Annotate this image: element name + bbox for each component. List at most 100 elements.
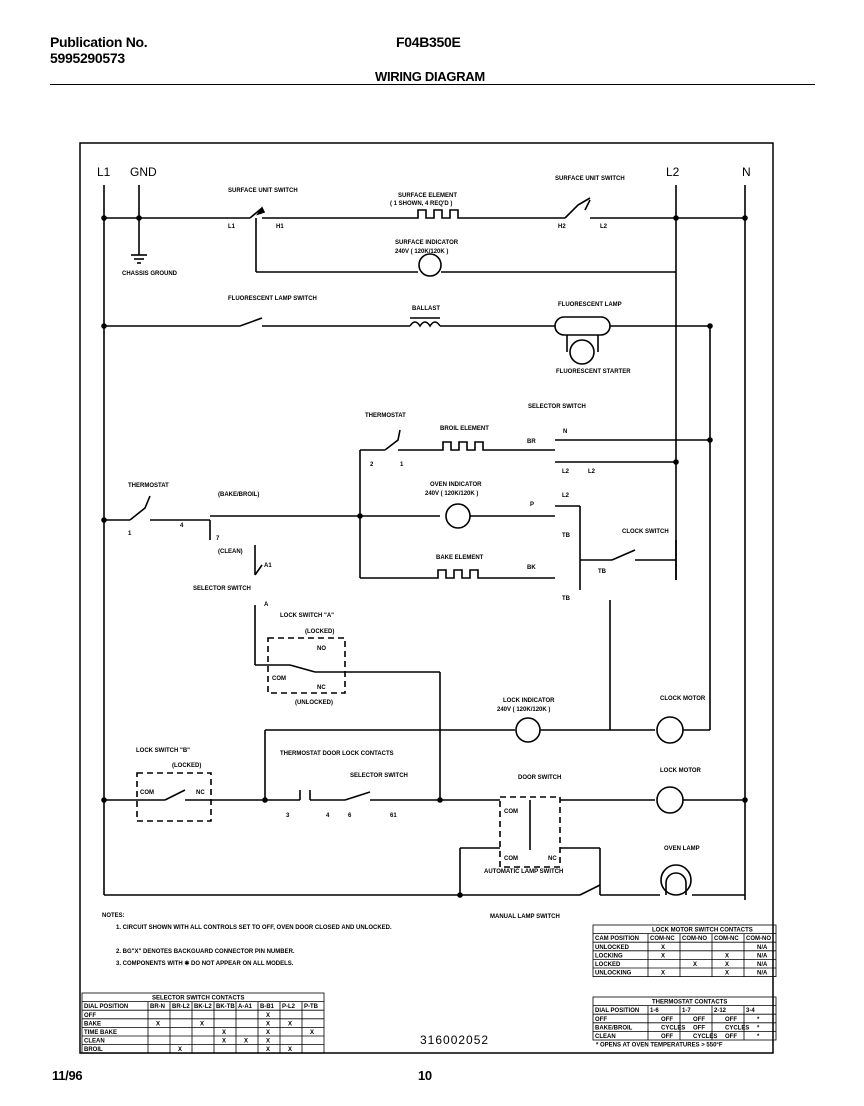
selector-table-cell: X — [156, 1021, 160, 1027]
thermo-table-cell: OFF — [661, 1017, 673, 1023]
lock-table-cell: X — [725, 962, 729, 968]
oven-lamp-icon — [660, 864, 692, 896]
lock-table-header: CAM POSITION — [595, 936, 639, 942]
manual-lamp-switch-icon — [579, 884, 601, 896]
thermo-table-cell: CYCLES — [693, 1034, 717, 1040]
rail-label-l1: L1 — [97, 165, 111, 179]
lock-switch-b-label: LOCK SWITCH "B" — [136, 748, 190, 754]
thermo-table-header: DIAL POSITION — [595, 1008, 639, 1014]
rail-label-gnd: GND — [130, 165, 157, 179]
lock-table-cell: N/A — [757, 962, 768, 968]
terminal-label: BR — [527, 439, 536, 445]
door-switch-com-top: COM — [504, 809, 518, 815]
lock-switch-b-box — [136, 772, 212, 822]
thermo-table-header: 3-4 — [746, 1008, 755, 1014]
lock-switch-b-icon — [164, 789, 186, 801]
lock-table-title: LOCK MOTOR SWITCH CONTACTS — [652, 928, 753, 934]
selector-table-title: SELECTOR SWITCH CONTACTS — [152, 996, 244, 1002]
selector-table-header: DIAL POSITION — [84, 1004, 128, 1010]
note-item: 3. COMPONENTS WITH ✱ DO NOT APPEAR ON AL… — [116, 960, 294, 967]
terminal-label: 2 — [370, 462, 374, 468]
terminal-label: BK — [527, 565, 536, 571]
lock-switch-a-nc: NC — [317, 685, 326, 691]
thermo-table-cell: OFF — [595, 1017, 607, 1023]
thermostat-door-lock-label: THERMOSTAT DOOR LOCK CONTACTS — [280, 751, 394, 757]
footer-page: 10 — [418, 1068, 432, 1083]
terminal-label: A — [264, 602, 269, 608]
terminal-label: 4 — [180, 523, 184, 529]
surface-unit-switch-left-label: SURFACE UNIT SWITCH — [228, 188, 298, 194]
lock-table-cell: UNLOCKING — [595, 971, 632, 977]
thermo-table-cell: CYCLES — [725, 1025, 749, 1031]
footer-date: 11/96 — [52, 1068, 83, 1083]
surface-element-label: SURFACE ELEMENT — [398, 193, 457, 199]
selector-table-cell: BROIL — [84, 1047, 103, 1053]
selector-table-cell: X — [266, 1039, 270, 1045]
thermo-table-cell: OFF — [693, 1025, 705, 1031]
selector-table-header: BK-TB — [216, 1004, 235, 1010]
selector-table-header: P-L2 — [282, 1004, 296, 1010]
ballast-label: BALLAST — [412, 306, 440, 312]
selector-table-border — [81, 992, 325, 1054]
thermo-table-cell: OFF — [725, 1034, 737, 1040]
terminal-label: H1 — [276, 224, 284, 230]
fluorescent-lamp-switch-label: FLUORESCENT LAMP SWITCH — [228, 296, 317, 302]
selector-table-cell: X — [244, 1039, 248, 1045]
selector-table-cell: X — [266, 1013, 270, 1019]
lock-table-cell: X — [661, 971, 665, 977]
selector-table-header: B-B1 — [260, 1004, 275, 1010]
terminal-label: 4 — [326, 813, 330, 819]
lock-switch-a-label: LOCK SWITCH "A" — [280, 613, 334, 619]
selector-table-cell: X — [266, 1030, 270, 1036]
selector-table-cell: X — [222, 1039, 226, 1045]
terminal-label: P — [530, 502, 534, 508]
bake-element-label: BAKE ELEMENT — [436, 555, 484, 561]
lock-motor-table: LOCK MOTOR SWITCH CONTACTS CAM POSITION UN… — [592, 924, 777, 977]
terminal-label: TB — [562, 533, 571, 539]
terminal-label: 61 — [390, 813, 397, 819]
door-switch-box — [499, 796, 561, 868]
selector-table-header: P-TB — [304, 1004, 319, 1010]
lock-table-cell: N/A — [757, 971, 768, 977]
thermo-table-cell: CYCLES — [661, 1025, 685, 1031]
selector-switch-top-label: SELECTOR SWITCH — [528, 404, 586, 410]
fluorescent-lamp-icon — [554, 316, 611, 336]
lock-switch-a-locked: (LOCKED) — [305, 629, 334, 635]
lock-table-cell: UNLOCKED — [595, 945, 630, 951]
terminal-label: L2 — [562, 493, 570, 499]
selector-table-cell: X — [266, 1047, 270, 1053]
thermo-table-header: 2-12 — [714, 1008, 727, 1014]
selector-table-cell: X — [222, 1030, 226, 1036]
lock-table-cell: LOCKING — [595, 953, 623, 959]
selector-table-cell: X — [310, 1030, 314, 1036]
thermostat-left-label: THERMOSTAT — [128, 483, 169, 489]
selector-switch-left-label: SELECTOR SWITCH — [193, 586, 251, 592]
surface-unit-switch-right-label: SURFACE UNIT SWITCH — [555, 176, 625, 182]
rail-label-l2: L2 — [666, 165, 680, 179]
thermostat-top-icon — [384, 429, 401, 451]
selector-table-cell: OFF — [84, 1013, 96, 1019]
broil-element-label: BROIL ELEMENT — [440, 426, 489, 432]
surface-element-icon — [410, 209, 466, 219]
oven-lamp-label: OVEN LAMP — [664, 846, 700, 852]
lock-table-cell: X — [661, 953, 665, 959]
fluorescent-starter-icon — [569, 339, 595, 365]
lock-table-cell: X — [661, 945, 665, 951]
selector-switch-bottom-label: SELECTOR SWITCH — [350, 773, 408, 779]
lock-switch-b-locked: (LOCKED) — [172, 763, 201, 769]
surface-element-note: ( 1 SHOWN, 4 REQ'D ) — [390, 201, 452, 207]
selector-table-header: BR-L2 — [172, 1004, 190, 1010]
notes-heading: NOTES: — [102, 913, 125, 919]
diagram-frame — [79, 142, 774, 1054]
chassis-ground-label: CHASSIS GROUND — [122, 271, 178, 277]
bake-broil-label: (BAKE/BROIL) — [218, 492, 259, 498]
selector-switch-bottom-icon — [344, 791, 371, 801]
bake-element-icon — [430, 569, 486, 579]
clock-motor-label: CLOCK MOTOR — [660, 696, 706, 702]
thermostat-left-icon — [129, 495, 151, 521]
surface-indicator-icon — [418, 253, 442, 277]
thermo-table-cell: OFF — [725, 1017, 737, 1023]
note-item: 2. BG"X" DENOTES BACKGUARD CONNECTOR PIN… — [116, 949, 295, 955]
lock-table-header: COM-NO — [746, 936, 771, 942]
